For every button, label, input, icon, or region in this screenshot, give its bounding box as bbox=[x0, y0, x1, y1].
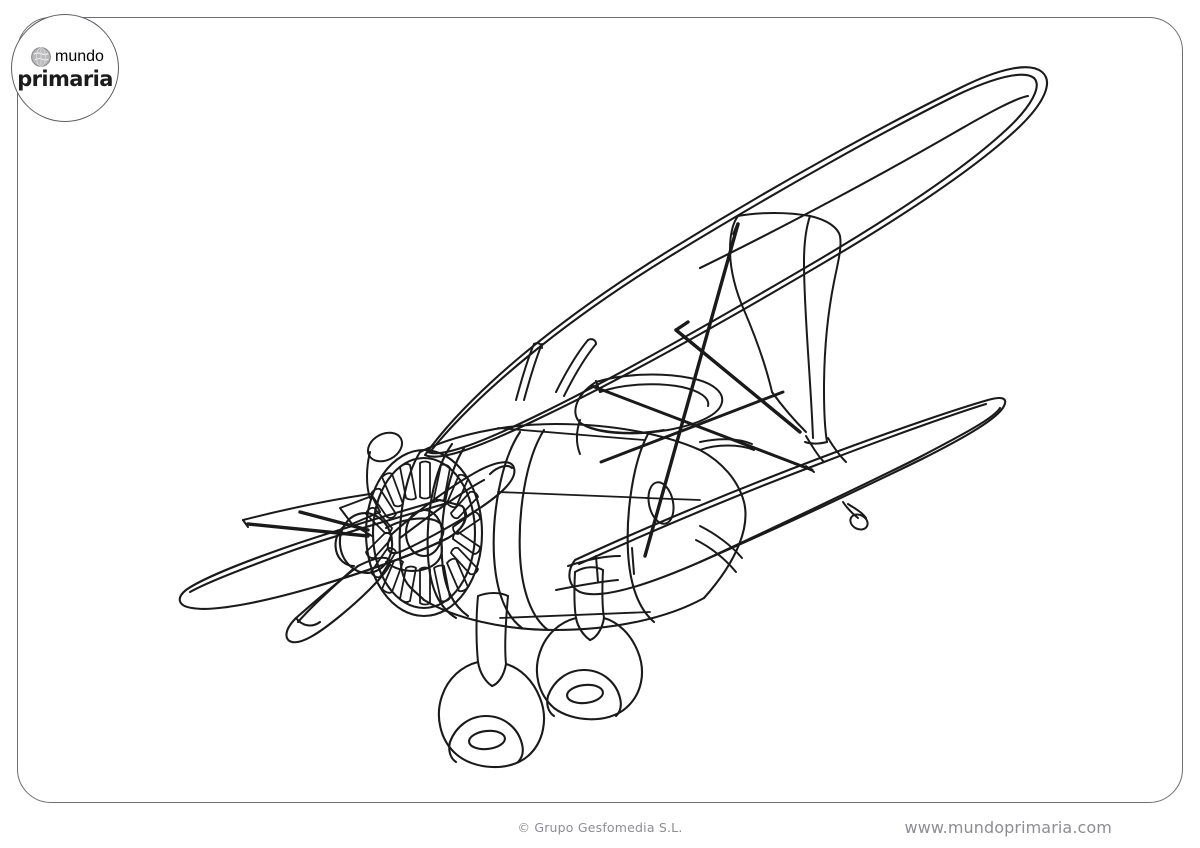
sheet-frame bbox=[17, 17, 1183, 803]
wing-root-fairing bbox=[555, 525, 743, 591]
aerial-mast bbox=[515, 338, 597, 401]
cockpit-canopy bbox=[574, 373, 724, 435]
radial-engine bbox=[364, 448, 484, 618]
upper-wing bbox=[423, 66, 1048, 458]
footer-website-link[interactable]: www.mundoprimaria.com bbox=[904, 818, 1112, 837]
cowl-bulge bbox=[366, 431, 404, 499]
lower-wing-right bbox=[568, 396, 1007, 596]
cabane-strut bbox=[729, 212, 842, 445]
wheel-spat-right bbox=[535, 616, 644, 721]
brand-logo: mundo primaria bbox=[11, 14, 119, 122]
brand-logo-inner: mundo primaria bbox=[12, 15, 118, 121]
headrest bbox=[576, 419, 581, 455]
left-wing-strut bbox=[242, 493, 371, 528]
wheel-spat-left bbox=[437, 660, 546, 769]
spinner bbox=[334, 512, 394, 574]
brand-logo-line2: primaria bbox=[17, 67, 113, 91]
brand-logo-top-row: mundo bbox=[30, 46, 104, 68]
bracing-wires bbox=[643, 222, 802, 558]
landing-gear-left bbox=[475, 592, 509, 665]
landing-gear-right bbox=[573, 566, 605, 619]
brand-logo-line1: mundo bbox=[55, 48, 104, 65]
interplane-struts bbox=[805, 435, 847, 463]
tail-skid bbox=[842, 501, 869, 531]
propeller bbox=[285, 461, 516, 644]
exhaust-stub bbox=[647, 481, 675, 525]
belly-strut bbox=[595, 547, 635, 583]
left-strut-frame bbox=[339, 495, 381, 537]
globe-icon bbox=[31, 47, 51, 67]
turtle-deck bbox=[699, 438, 755, 451]
bracing-wires-secondary bbox=[590, 384, 814, 472]
